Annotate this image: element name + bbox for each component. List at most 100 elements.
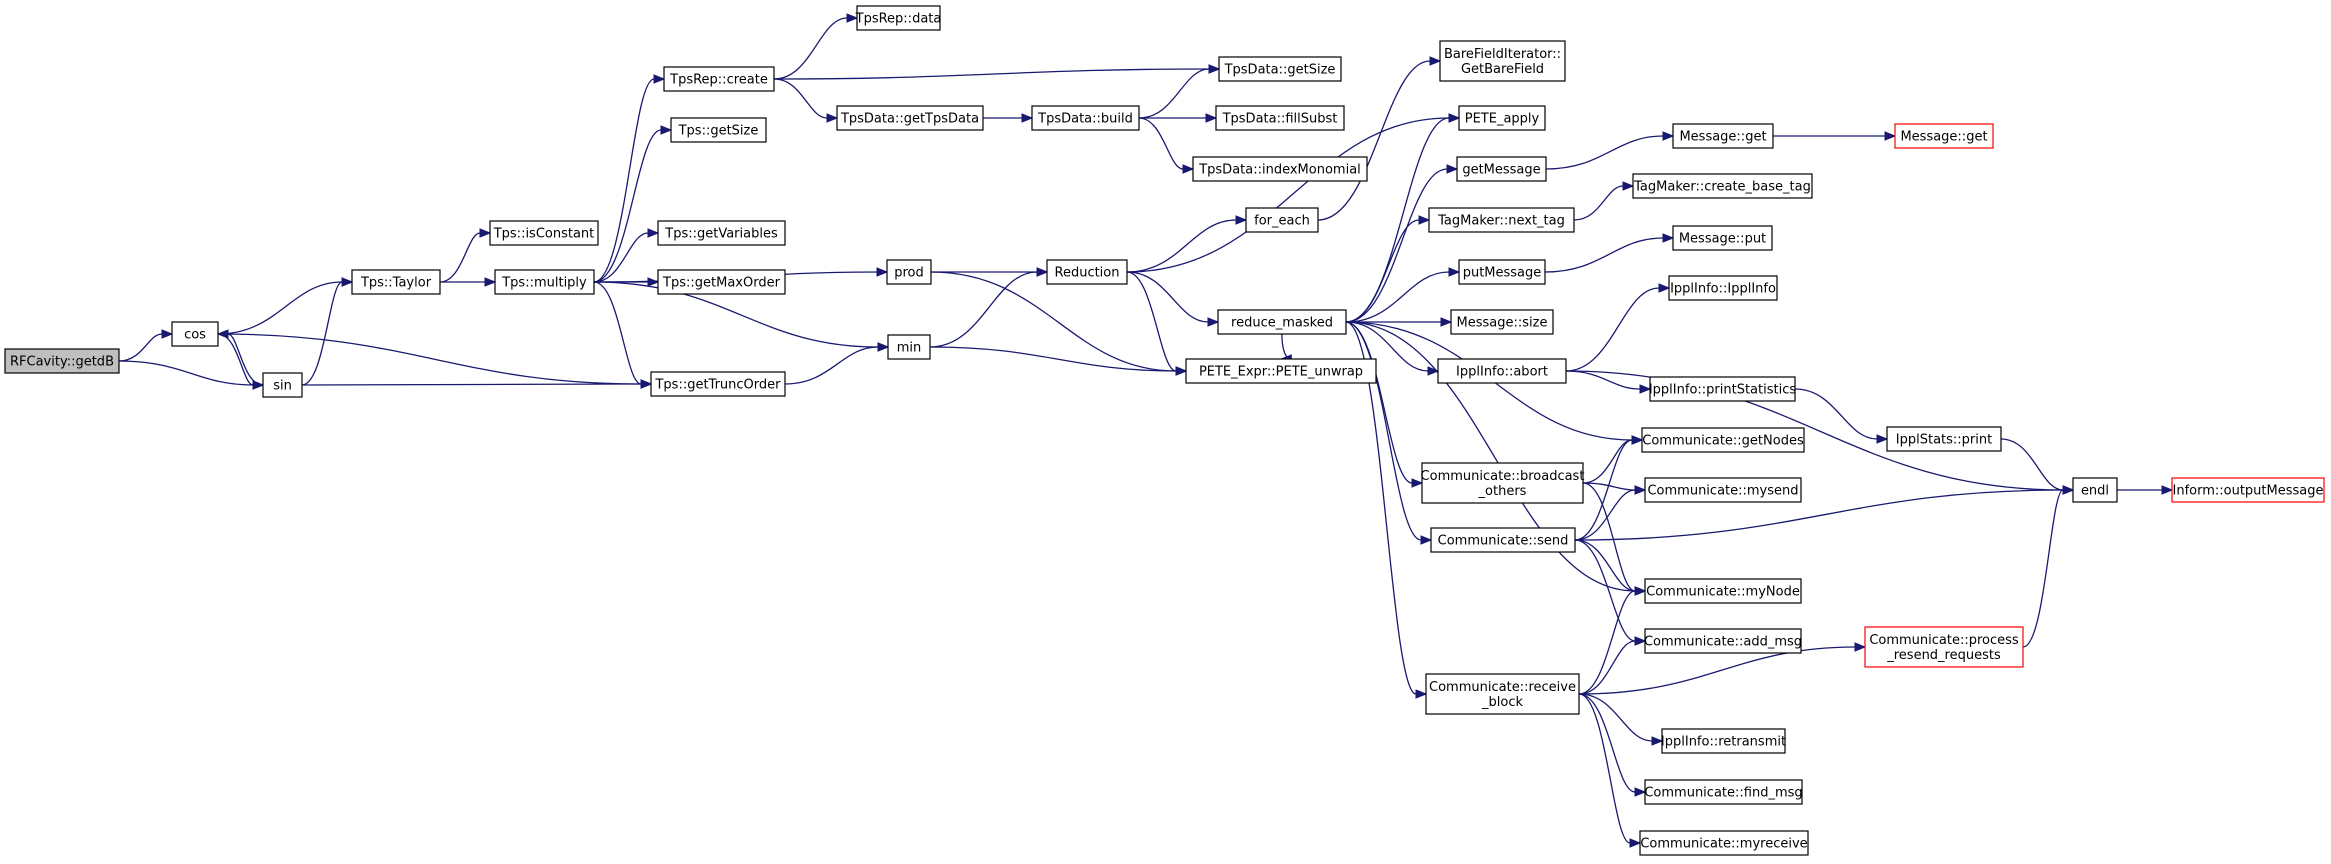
node-comm-getnodes[interactable]: Communicate::getNodes (1641, 427, 1805, 453)
node-message-size[interactable]: Message::size (1450, 309, 1554, 335)
node-box (1458, 259, 1546, 285)
node-label: Tps::getMaxOrder (662, 276, 781, 291)
node-tagmaker-create-base-tag[interactable]: TagMaker::create_base_tag (1632, 173, 1813, 199)
edge-reduction-to-reduce-masked (1126, 271, 1209, 323)
edge-comm-send-to-comm-add-msg (1574, 539, 1636, 642)
node-putmessage[interactable]: putMessage (1458, 259, 1546, 285)
node-message-get2[interactable]: Message::get (1894, 123, 1994, 149)
node-pete-unwrap[interactable]: PETE_Expr::PETE_unwrap (1185, 358, 1377, 384)
arrowhead (2161, 485, 2174, 495)
node-ipplinfo-ipplinfo[interactable]: IpplInfo::IpplInfo (1668, 275, 1778, 301)
edge-tpsrep-create-to-tpsdata-gettpsdata (773, 78, 828, 119)
arrowhead (161, 329, 174, 339)
node-tps-getmaxorder[interactable]: Tps::getMaxOrder (657, 269, 786, 295)
node-tpsdata-gettpsdata[interactable]: TpsData::getTpsData (836, 105, 984, 131)
node-barefielditerator[interactable]: BareFieldIterator::GetBareField (1439, 40, 1566, 82)
node-reduce-masked[interactable]: reduce_masked (1217, 309, 1347, 335)
node-rfcavity-getdb[interactable]: RFCavity::getdB (4, 348, 120, 374)
node-label: IpplInfo::abort (1456, 365, 1548, 380)
edge-comm-broadcast-others-to-comm-mynode (1582, 482, 1636, 592)
node-comm-myreceive[interactable]: Communicate::myreceive (1639, 830, 1809, 856)
arrowhead (876, 267, 889, 277)
node-comm-add-msg[interactable]: Communicate::add_msg (1644, 628, 1802, 654)
node-box (657, 220, 786, 246)
node-box (1245, 207, 1319, 233)
node-box (657, 269, 786, 295)
node-tps-gettruncorder[interactable]: Tps::getTruncOrder (650, 371, 786, 397)
node-getmessage[interactable]: getMessage (1456, 156, 1547, 182)
node-ipplinfo-retransmit[interactable]: IpplInfo::retransmit (1661, 728, 1786, 754)
node-for-each[interactable]: for_each (1245, 207, 1319, 233)
node-message-put[interactable]: Message::put (1672, 225, 1773, 251)
node-label: Message::get (1679, 130, 1766, 145)
node-label: Tps::getSize (678, 124, 759, 139)
node-box (1456, 156, 1547, 182)
node-box (1450, 309, 1554, 335)
node-ipplstats-print[interactable]: IpplStats::print (1886, 426, 2002, 452)
node-tpsdata-fillsubst[interactable]: TpsData::fillSubst (1215, 105, 1345, 131)
node-tpsrep-create[interactable]: TpsRep::create (663, 66, 775, 92)
node-comm-find-msg[interactable]: Communicate::find_msg (1644, 779, 1803, 805)
node-inform-outputmessage[interactable]: Inform::outputMessage (2171, 477, 2325, 503)
node-message-get1[interactable]: Message::get (1672, 123, 1774, 149)
node-label: IpplInfo::retransmit (1661, 735, 1786, 750)
node-comm-broadcast-others[interactable]: Communicate::broadcast_others (1421, 462, 1585, 504)
node-tps-isconstant[interactable]: Tps::isConstant (489, 220, 599, 246)
node-label: prod (894, 266, 924, 281)
node-tagmaker-next-tag[interactable]: TagMaker::next_tag (1428, 207, 1575, 233)
arrowhead (647, 277, 660, 287)
edge-putmessage-to-message-put (1544, 237, 1664, 273)
node-ipplinfo-abort[interactable]: IpplInfo::abort (1437, 358, 1567, 384)
arrowhead (1634, 787, 1647, 797)
node-comm-mysend[interactable]: Communicate::mysend (1644, 477, 1802, 503)
node-comm-process-resend[interactable]: Communicate::process_resend_requests (1864, 626, 2024, 668)
node-label: TpsRep::data (855, 12, 942, 27)
node-label: PETE_Expr::PETE_unwrap (1199, 365, 1363, 380)
node-label: cos (184, 328, 206, 343)
node-cos[interactable]: cos (171, 321, 219, 347)
node-tps-taylor[interactable]: Tps::Taylor (351, 269, 441, 295)
arrowhead (826, 113, 839, 123)
edge-reduction-to-pete-apply (1126, 117, 1450, 273)
node-tpsdata-indexmonomial[interactable]: TpsData::indexMonomial (1192, 156, 1368, 182)
node-prod[interactable]: prod (886, 259, 932, 285)
edge-sin-to-tps-gettruncorder (301, 383, 642, 386)
arrowhead (640, 379, 653, 389)
node-reduction[interactable]: Reduction (1046, 259, 1128, 285)
node-ipplinfo-printstatistics[interactable]: IpplInfo::printStatistics (1649, 376, 1797, 402)
node-sin[interactable]: sin (262, 372, 303, 398)
arrowhead (1205, 113, 1218, 123)
arrowhead (1662, 233, 1675, 243)
edge-comm-receive-block-to-comm-find-msg (1578, 693, 1636, 793)
node-tps-getsize[interactable]: Tps::getSize (670, 117, 767, 143)
node-comm-send[interactable]: Communicate::send (1430, 527, 1576, 553)
node-comm-receive-block[interactable]: Communicate::receive_block (1425, 673, 1580, 715)
node-min[interactable]: min (887, 334, 931, 360)
edge-reduce-masked-to-comm-send (1345, 321, 1422, 541)
edge-reduce-masked-to-getmessage (1345, 168, 1448, 323)
arrowhead (1854, 642, 1867, 652)
node-endl[interactable]: endl (2072, 477, 2118, 503)
edge-comm-broadcast-others-to-comm-mysend (1582, 482, 1636, 491)
edge-sin-to-tps-taylor (301, 281, 343, 386)
node-tpsdata-build[interactable]: TpsData::build (1031, 105, 1140, 131)
node-tps-getvariables[interactable]: Tps::getVariables (657, 220, 786, 246)
node-box (2171, 477, 2325, 503)
node-label: Communicate::broadcast (1421, 469, 1585, 484)
node-box (663, 66, 775, 92)
edge-reduce-masked-to-comm-receive-block (1345, 321, 1417, 695)
node-label: Tps::multiply (501, 276, 587, 291)
node-tpsrep-data[interactable]: TpsRep::data (855, 5, 942, 31)
node-tps-multiply[interactable]: Tps::multiply (494, 269, 595, 295)
node-comm-mynode[interactable]: Communicate::myNode (1644, 578, 1802, 604)
node-box (262, 372, 303, 398)
edge-comm-broadcast-others-to-comm-getnodes (1582, 439, 1633, 484)
node-box (351, 269, 441, 295)
arrowhead (1639, 384, 1652, 394)
node-tpsdata-getsize[interactable]: TpsData::getSize (1218, 56, 1342, 82)
arrowhead (1622, 181, 1635, 191)
arrowhead (1651, 736, 1664, 746)
node-pete-apply[interactable]: PETE_apply (1458, 105, 1546, 131)
edge-reduce-masked-to-tagmaker-next-tag (1345, 219, 1420, 323)
node-box (1632, 173, 1813, 199)
